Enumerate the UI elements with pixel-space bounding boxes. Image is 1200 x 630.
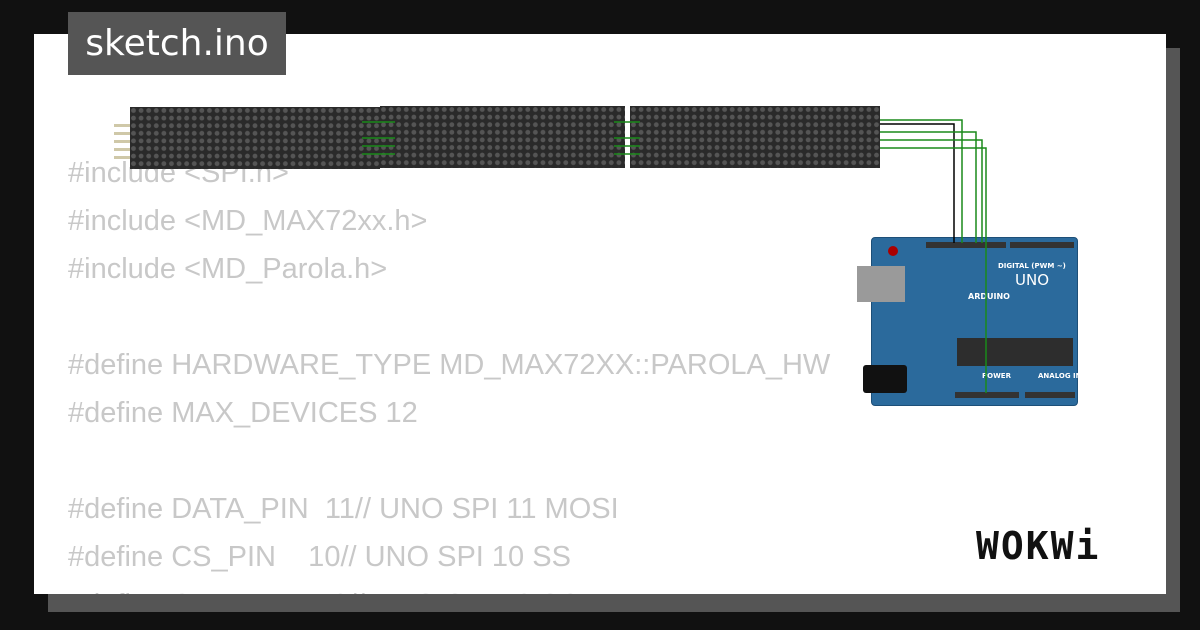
led-matrix-2[interactable] [380,106,625,168]
wire [880,131,977,243]
code-line: #include <MD_MAX72xx.h> [68,205,428,237]
code-line: #include <MD_Parola.h> [68,253,388,285]
wire [614,121,640,155]
power-jack [863,365,907,393]
analog-header [1025,392,1075,398]
digital-label: DIGITAL (PWM ~) [998,262,1066,270]
power-header [955,392,1019,398]
wire [880,147,987,393]
wire [880,139,983,243]
matrix-pin [114,140,130,143]
sketch-title: sketch.ino [68,12,286,75]
reset-button[interactable] [888,246,898,256]
wire [362,121,395,155]
matrix-pin [114,124,130,127]
wire [880,119,963,243]
code-line: #define MAX_DEVICES 12 [68,397,418,429]
matrix-pin [114,156,130,159]
wokwi-logo: WOKWi [976,524,1101,568]
microcontroller-chip [957,338,1073,366]
matrix-pin [114,132,130,135]
code-line: #define CS_PIN 10// UNO SPI 10 SS [68,541,571,573]
code-line: #define HARDWARE_TYPE MD_MAX72XX::PAROLA… [68,349,831,381]
led-matrix-3[interactable] [630,106,880,168]
matrix-pin [114,148,130,151]
digital-header [1010,242,1074,248]
analog-label: ANALOG IN [1038,372,1082,380]
digital-header [926,242,1006,248]
code-line: #define CLK_PIN 13// UNO SPI 13 SCK [68,581,830,594]
led-matrix-1[interactable] [130,107,380,169]
power-label: POWER [982,372,1011,380]
usb-port [857,266,905,302]
wire [880,123,955,243]
board-brand: ARDUINO [968,292,1010,301]
code-line: #define DATA_PIN 11// UNO SPI 11 MOSI [68,493,619,525]
board-name: UNO [1015,271,1050,289]
